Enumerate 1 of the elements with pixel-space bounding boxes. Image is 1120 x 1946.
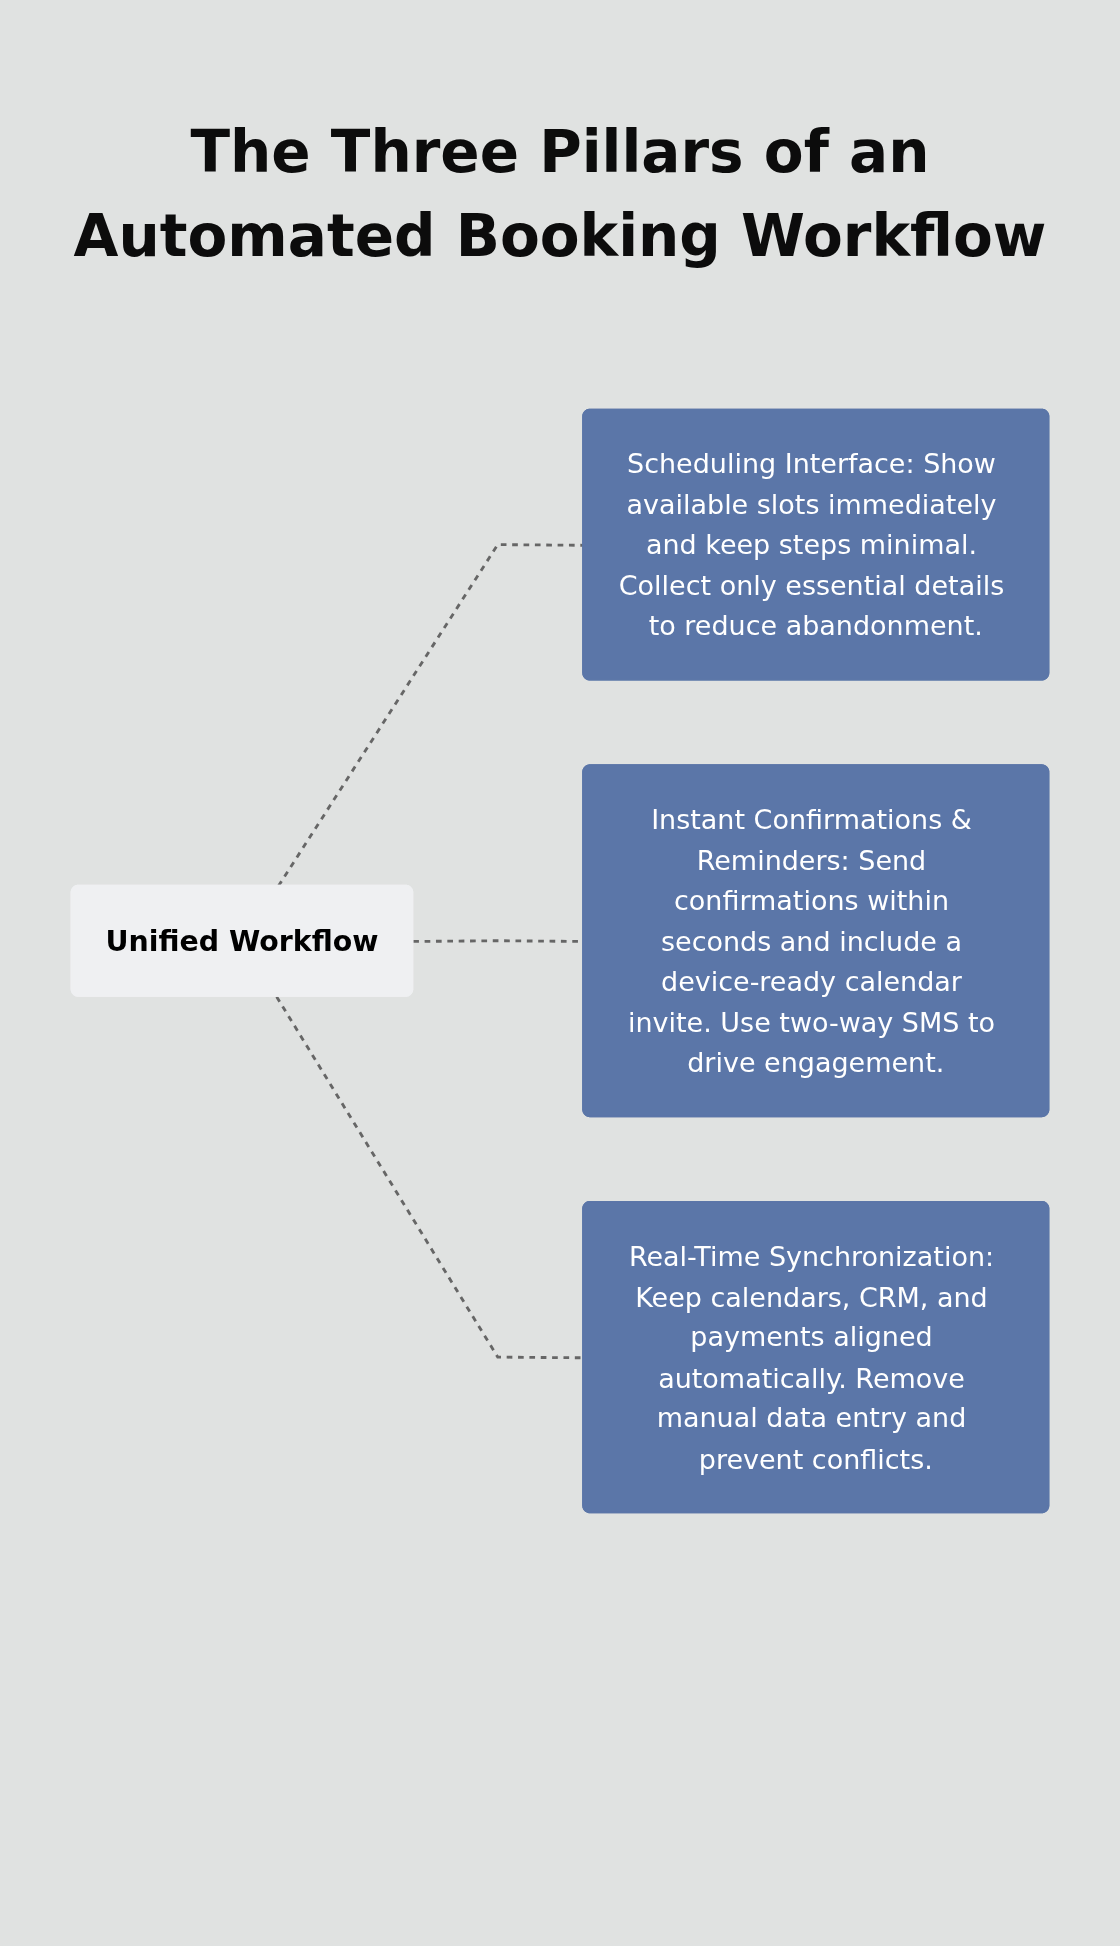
- title: The Three Pillars of an Automated Booking Workflow: [72, 117, 1048, 273]
